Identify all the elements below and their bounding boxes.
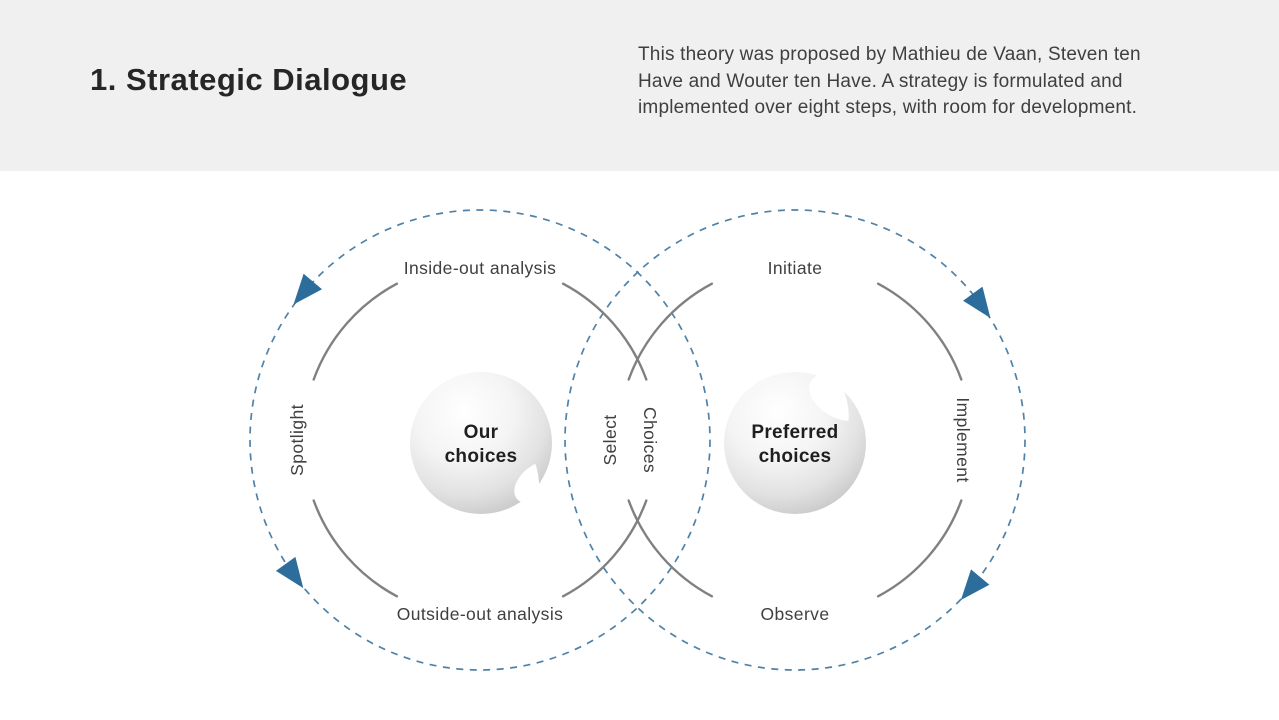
label-outside-out-analysis: Outside-out analysis [397,604,564,624]
label-observe: Observe [761,604,830,624]
right-circle-bottom-arrow-icon [960,569,990,601]
right-arc-upper-right [876,282,963,381]
right-circle-top-arrow-icon [963,286,991,318]
left-arc-upper-right [561,282,648,381]
left-dashed-circle [249,209,711,671]
preferred-choices-label-line1: Preferred [751,422,838,443]
our-choices-label-line2: choices [445,446,518,467]
slide-description: This theory was proposed by Mathieu de V… [638,44,1141,118]
right-arc-lower-left [627,499,714,598]
our-choices-sphere: Our choices [410,372,562,514]
left-circle-top-arrow-icon [293,273,322,305]
right-arc-upper-left [627,282,714,381]
left-circle-bottom-arrow-icon [275,556,304,589]
label-choices: Choices [640,407,660,473]
left-arc-upper-left [312,282,399,381]
label-initiate: Initiate [768,258,823,278]
label-spotlight: Spotlight [287,404,307,476]
right-arc-lower-right [876,499,963,598]
preferred-choices-sphere: Preferred choices [724,372,871,514]
label-inside-out-analysis: Inside-out analysis [404,258,557,278]
left-arc-lower-left [312,499,399,598]
our-choices-label-line1: Our [464,422,499,443]
slide-header: 1. Strategic Dialogue This theory was pr… [0,0,1279,171]
slide-title: 1. Strategic Dialogue [90,62,408,97]
label-select: Select [600,414,620,465]
right-dashed-circle [564,209,1026,671]
left-arc-lower-right [561,499,648,598]
preferred-choices-label-line2: choices [759,446,832,467]
label-implement: Implement [953,397,973,482]
